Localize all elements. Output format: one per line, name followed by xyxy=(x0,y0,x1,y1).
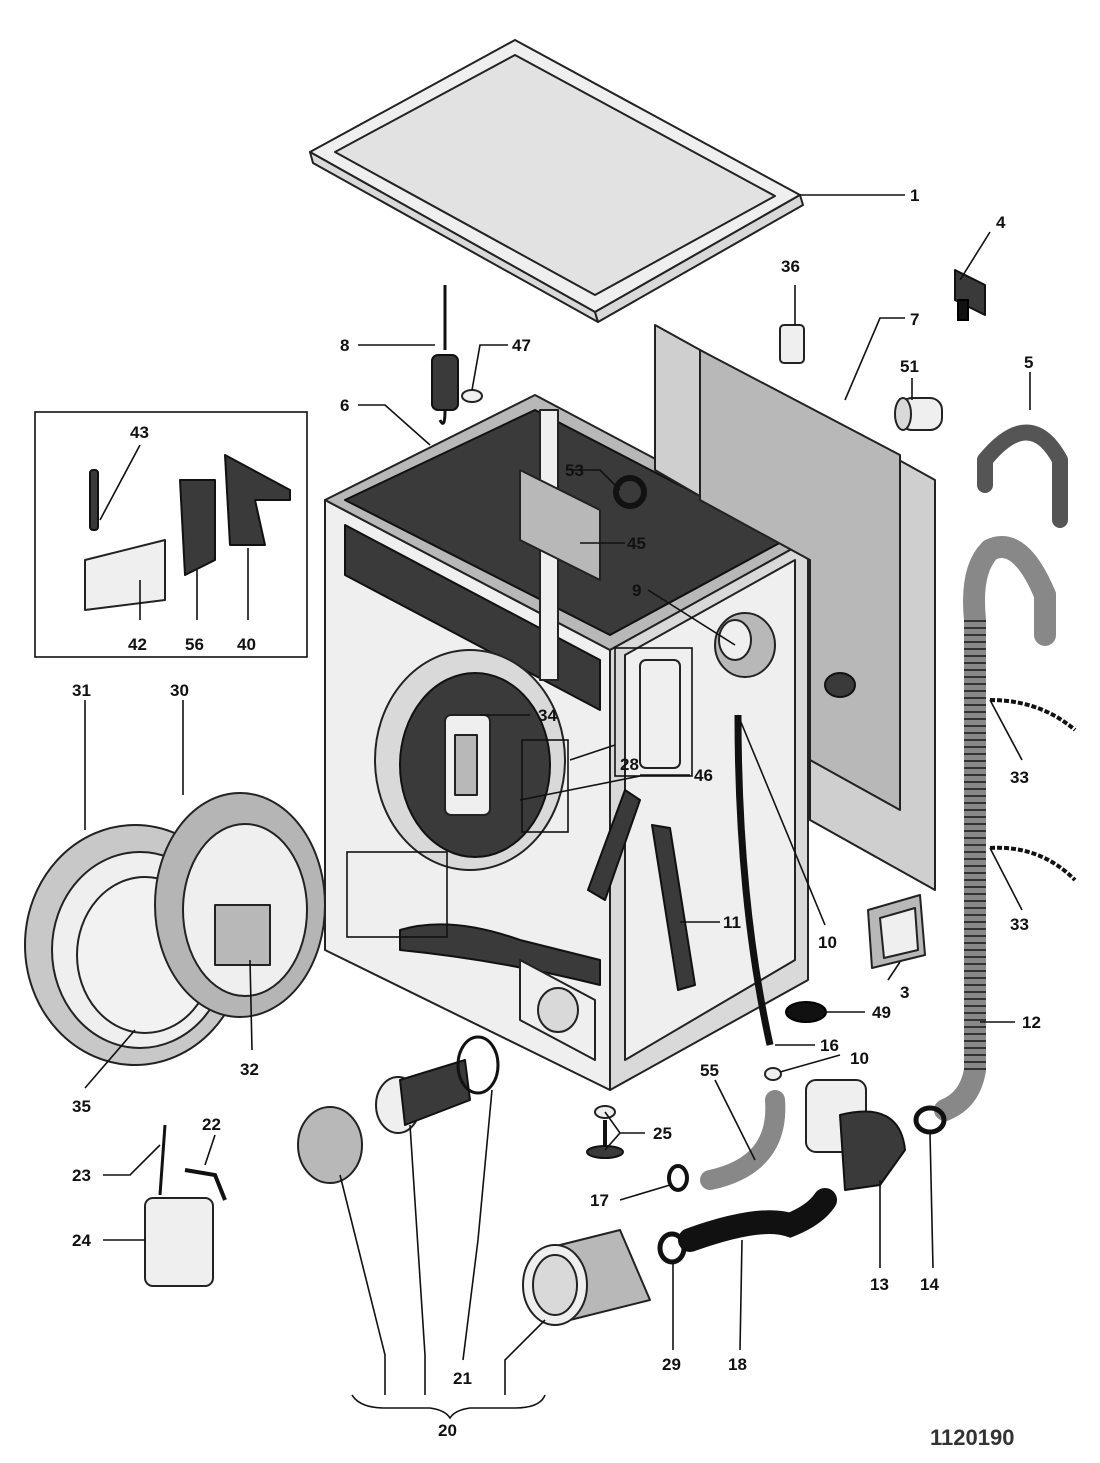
part-drain-hose-12 xyxy=(934,536,1056,1121)
lock-inset-frame xyxy=(614,647,693,777)
part-lock-28 xyxy=(639,659,681,769)
callout-labels: 1 4 36 7 8 47 51 5 6 43 53 45 9 42 56 40… xyxy=(72,186,1041,1450)
label-49: 49 xyxy=(872,1003,891,1022)
part-washer-47 xyxy=(461,389,483,403)
part-spring-8 xyxy=(431,285,459,425)
part-hose-18 xyxy=(678,1188,837,1252)
part-hose-55 xyxy=(700,1090,786,1190)
part-seal-21 xyxy=(456,1035,500,1095)
part-clamp-14 xyxy=(913,1105,947,1135)
leader-lines xyxy=(84,194,1031,1420)
label-5: 5 xyxy=(1024,353,1033,372)
label-36: 36 xyxy=(781,257,800,276)
label-13: 13 xyxy=(870,1275,889,1294)
label-24: 24 xyxy=(72,1231,91,1250)
label-10a: 10 xyxy=(818,933,837,952)
front-hinge-frame xyxy=(346,851,448,938)
label-56: 56 xyxy=(185,635,204,654)
label-45: 45 xyxy=(627,534,646,553)
label-53: 53 xyxy=(565,461,584,480)
part-capacitor-51 xyxy=(894,397,943,431)
part-wire-33b xyxy=(989,845,1077,882)
part-pressure-switch-9 xyxy=(714,612,776,678)
label-46: 46 xyxy=(694,766,713,785)
part-clamp-17 xyxy=(667,1164,689,1192)
label-35: 35 xyxy=(72,1097,91,1116)
label-20: 20 xyxy=(438,1421,457,1440)
label-30: 30 xyxy=(170,681,189,700)
inset-parts xyxy=(84,454,291,611)
label-34: 34 xyxy=(538,706,557,725)
label-33a: 33 xyxy=(1010,768,1029,787)
label-25: 25 xyxy=(653,1124,672,1143)
label-9: 9 xyxy=(632,581,641,600)
part-pump-13 xyxy=(805,1079,906,1191)
label-43: 43 xyxy=(130,423,149,442)
part-clip-10 xyxy=(764,1067,782,1081)
part-32-marker xyxy=(249,959,253,1051)
part-clip-36 xyxy=(779,324,805,364)
label-11: 11 xyxy=(723,913,741,932)
part-foot-25 xyxy=(586,1105,624,1159)
label-4: 4 xyxy=(996,213,1006,232)
part-shock-11 xyxy=(651,824,696,991)
part-clamp-29 xyxy=(657,1231,687,1265)
label-17: 17 xyxy=(590,1191,609,1210)
part-wire-33a xyxy=(989,698,1077,732)
part-back-panel xyxy=(654,324,936,891)
part-filter-insert xyxy=(375,1059,471,1134)
part-filter-cap xyxy=(297,1106,363,1184)
part-cover-24 xyxy=(144,1197,214,1287)
label-40: 40 xyxy=(237,635,256,654)
label-8: 8 xyxy=(340,336,349,355)
part-clip-22 xyxy=(184,1168,227,1201)
part-door-frame-30 xyxy=(154,792,326,1018)
label-33b: 33 xyxy=(1010,915,1029,934)
label-31: 31 xyxy=(72,681,91,700)
part-shock-46 xyxy=(587,789,641,901)
label-10b: 10 xyxy=(850,1049,869,1068)
label-55: 55 xyxy=(700,1061,719,1080)
label-14: 14 xyxy=(920,1275,939,1294)
label-51: 51 xyxy=(900,357,919,376)
label-12: 12 xyxy=(1022,1013,1041,1032)
part-clamp-53 xyxy=(613,475,647,509)
part-rod-23 xyxy=(158,1124,167,1196)
inset-frame xyxy=(34,411,308,658)
part-pressure-tube-16 xyxy=(734,714,774,1046)
label-42: 42 xyxy=(128,635,147,654)
part-bracket-4 xyxy=(954,269,986,321)
label-32: 32 xyxy=(240,1060,259,1079)
label-29: 29 xyxy=(662,1355,681,1374)
label-47: 47 xyxy=(512,336,531,355)
label-22: 22 xyxy=(202,1115,221,1134)
part-hinge-34 xyxy=(444,714,491,816)
label-16: 16 xyxy=(820,1036,839,1055)
label-7: 7 xyxy=(910,310,919,329)
label-21: 21 xyxy=(453,1369,472,1388)
part-cabinet xyxy=(324,394,809,1091)
label-6: 6 xyxy=(340,396,349,415)
label-28: 28 xyxy=(620,755,639,774)
part-filter-housing xyxy=(522,1229,651,1326)
label-1: 1 xyxy=(910,186,919,205)
front-lock-frame xyxy=(521,739,569,833)
label-23: 23 xyxy=(72,1166,91,1185)
label-18: 18 xyxy=(728,1355,747,1374)
label-3: 3 xyxy=(900,983,909,1002)
part-top-lid xyxy=(309,39,804,323)
part-filter-3 xyxy=(867,894,926,969)
diagram-code: 1120190 xyxy=(930,1425,1014,1450)
part-hose-hook-5 xyxy=(977,424,1068,528)
